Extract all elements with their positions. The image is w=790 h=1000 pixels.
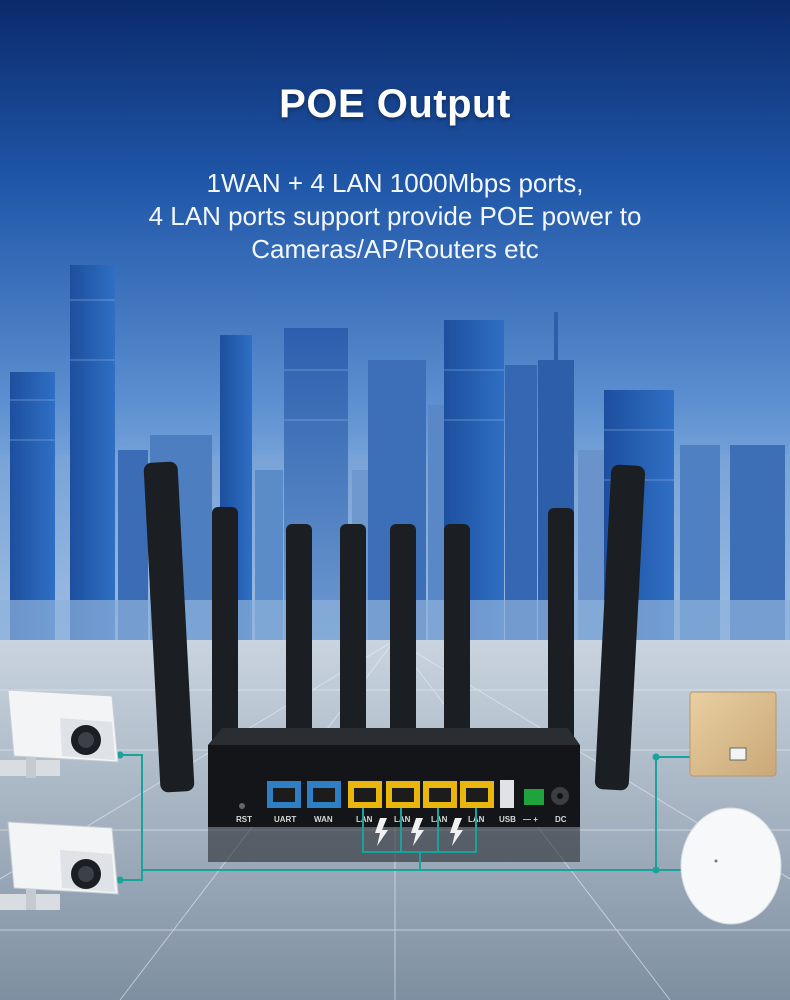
camera-icon [0, 821, 119, 910]
wall-ap-icon [689, 691, 777, 777]
reset-button [239, 803, 245, 809]
port-label: LAN [394, 815, 411, 824]
router-body [208, 728, 580, 862]
port-label: LAN [431, 815, 448, 824]
page-title: POE Output [279, 82, 511, 126]
port-label: UART [274, 815, 296, 824]
port-label: LAN [356, 815, 373, 824]
router-antennas [143, 461, 646, 793]
usb-port [500, 780, 514, 808]
subtitle-line-1: 1WAN + 4 LAN 1000Mbps ports, [206, 168, 584, 198]
port-label: DC [555, 815, 567, 824]
camera-icon [0, 689, 119, 778]
port-label: WAN [314, 815, 333, 824]
ceiling-ap-icon [680, 807, 782, 925]
poe-connector-lines [120, 754, 690, 881]
subtitle-line-3: Cameras/AP/Routers etc [251, 234, 539, 264]
port-label: USB [499, 815, 516, 824]
port-label: — + [523, 815, 538, 824]
subtitle-line-2: 4 LAN ports support provide POE power to [148, 201, 642, 231]
dc-terminal [524, 789, 544, 805]
port-label: RST [236, 815, 252, 824]
